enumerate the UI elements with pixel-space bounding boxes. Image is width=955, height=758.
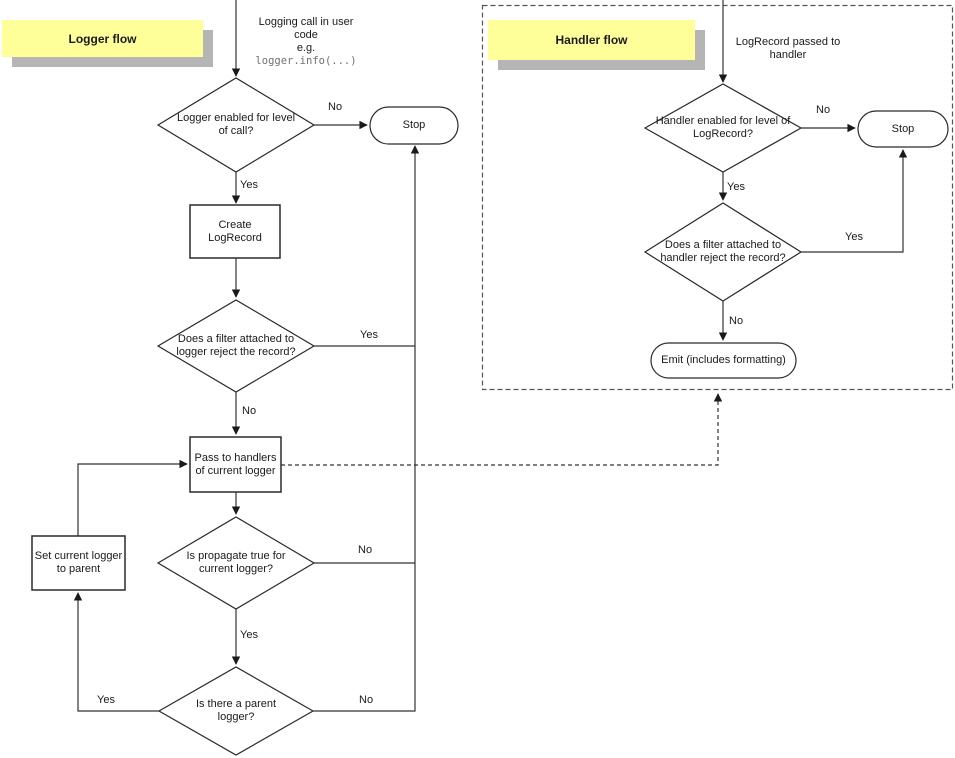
logger-entry-eg: e.g. — [296, 42, 316, 54]
edge-pass-to-handler-flow-dashed — [281, 393, 723, 466]
emit-terminator — [650, 342, 797, 379]
handler-flow-title: Handler flow — [488, 20, 695, 60]
logger-filter-yes-label: Yes — [360, 329, 378, 341]
handler-enabled-diamond — [643, 83, 803, 173]
logger-flow-title: Logger flow — [2, 20, 203, 57]
handler-flow-title-text: Handler flow — [555, 33, 628, 47]
logger-enabled-diamond — [156, 77, 316, 173]
set-current-logger-box — [31, 535, 126, 591]
handler-flow-box — [481, 4, 954, 391]
handler-filter-yes-label: Yes — [845, 231, 863, 243]
propagate-diamond — [156, 516, 316, 610]
handler-stop-terminator — [857, 110, 949, 148]
propagate-yes-label: Yes — [240, 629, 258, 641]
logger-edges — [73, 0, 723, 712]
parent-logger-diamond — [157, 666, 315, 756]
create-logrecord-box — [189, 204, 281, 259]
logger-enabled-label: Logger enabled for level of call? — [176, 112, 296, 137]
logger-stop-label: Stop — [402, 119, 426, 131]
propagate-label: Is propagate true for current logger? — [186, 550, 286, 575]
parent-logger-label: Is there a parent logger? — [195, 698, 277, 723]
handler-filter-diamond — [643, 202, 803, 302]
edge-parent-yes — [73, 592, 159, 712]
emit-label: Emit (includes formatting) — [661, 354, 786, 366]
logger-entry-line: Logging call in user code — [258, 16, 354, 41]
handler-entry-annotation: LogRecord passed to handler — [730, 36, 846, 62]
edge-setcurrent-to-pass — [77, 459, 188, 536]
logger-filter-no-label: No — [242, 405, 257, 417]
logger-filter-diamond — [156, 299, 316, 393]
handler-enabled-label: Handler enabled for level of LogRecord? — [655, 115, 791, 140]
handler-edges — [718, 0, 908, 341]
logger-filter-label: Does a filter attached to logger reject … — [176, 333, 296, 358]
edge-to-stop-trunk — [313, 145, 420, 712]
parent-no-label: No — [359, 694, 374, 706]
handler-entry-line: LogRecord passed to handler — [735, 36, 841, 61]
logger-stop-terminator — [369, 106, 459, 145]
logger-flow-title-text: Logger flow — [68, 31, 137, 46]
handler-enabled-no-label: No — [816, 104, 831, 116]
propagate-no-label: No — [358, 544, 373, 556]
logger-entry-annotation: Logging call in user code e.g. logger.in… — [252, 16, 360, 68]
set-current-logger-label: Set current logger to parent — [34, 550, 123, 575]
pass-to-handlers-box — [189, 436, 282, 493]
handler-stop-label: Stop — [891, 122, 915, 135]
handler-filter-label: Does a filter attached to handler reject… — [660, 239, 786, 264]
logger-entry-code: logger.info(...) — [255, 55, 357, 67]
parent-yes-label: Yes — [97, 694, 115, 706]
edge-hfilter-yes — [801, 149, 908, 253]
logger-enabled-no-label: No — [328, 101, 343, 113]
logger-enabled-yes-label: Yes — [240, 179, 258, 191]
handler-filter-no-label: No — [729, 315, 744, 327]
handler-enabled-yes-label: Yes — [727, 181, 745, 193]
create-logrecord-label: Create LogRecord — [208, 218, 262, 244]
pass-to-handlers-label: Pass to handlers of current logger — [194, 451, 277, 477]
